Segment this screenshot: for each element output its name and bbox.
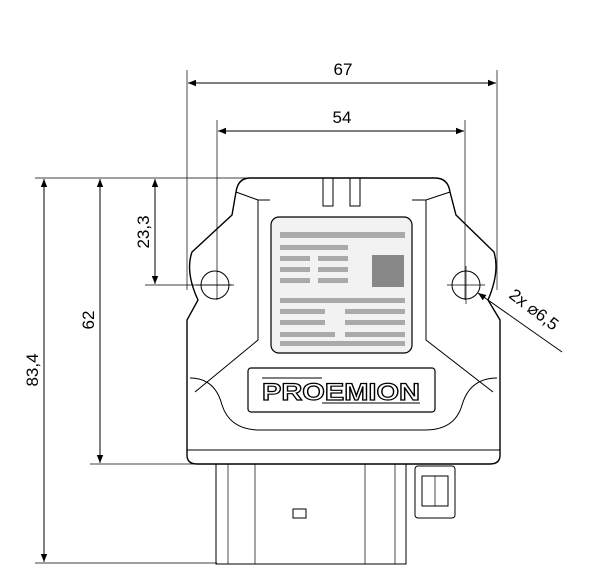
dimension-54: 54 [218, 108, 464, 135]
connector-latch [292, 508, 307, 519]
product-label [270, 216, 413, 354]
dimension-label-62: 62 [79, 311, 98, 330]
dimension-label-23-3: 23,3 [134, 215, 153, 248]
dimension-label-83-4: 83,4 [23, 353, 42, 386]
hole-callout-label: 2x ⌀6,5 [506, 285, 563, 334]
dimension-23-3: 23,3 [134, 179, 159, 284]
extension-lines [35, 70, 498, 564]
dimension-67: 67 [188, 60, 496, 87]
device-outline [186, 177, 501, 565]
dimension-83-4: 83,4 [23, 179, 48, 562]
dimension-62: 62 [79, 179, 104, 463]
proemion-logo: PROEMION [247, 367, 436, 413]
logo-text: PROEMION [262, 379, 420, 406]
dimension-label-67: 67 [334, 60, 353, 79]
dimension-label-54: 54 [333, 108, 352, 127]
